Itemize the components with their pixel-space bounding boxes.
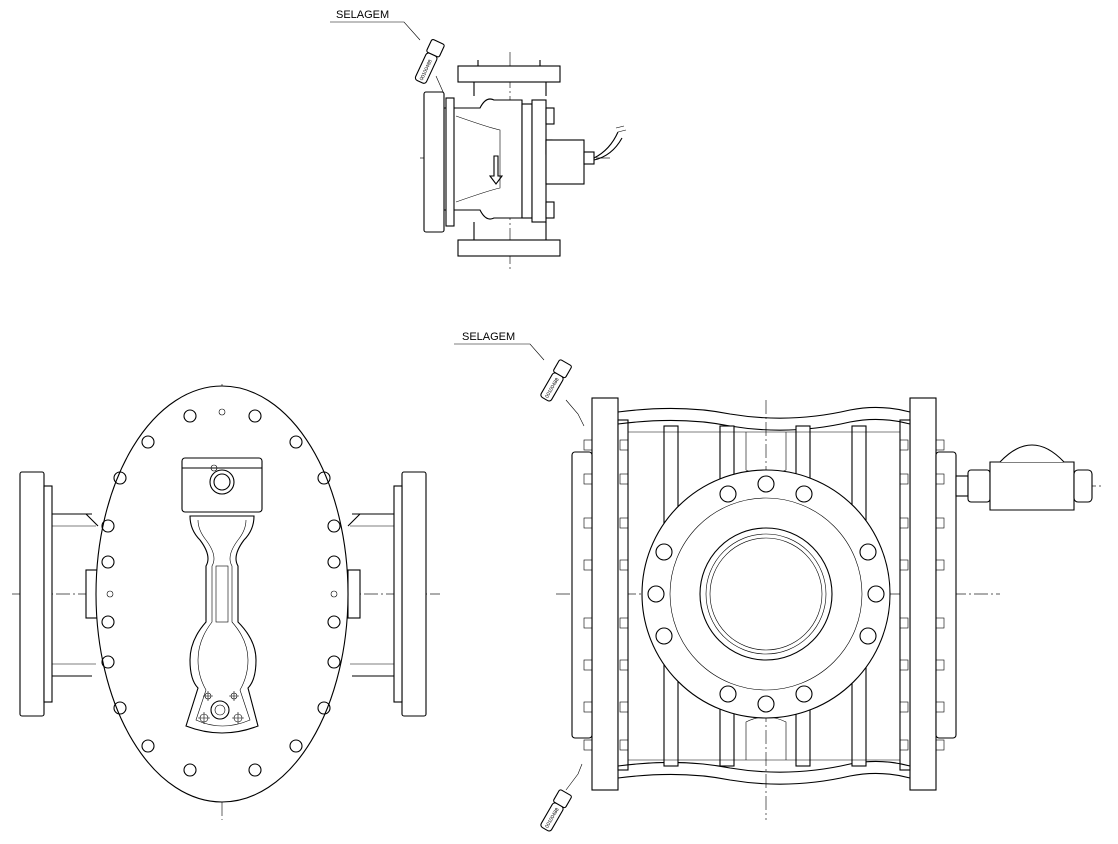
seal-tag-lower: 00100488 <box>540 789 572 832</box>
window-outline <box>185 515 259 734</box>
seal-tag-top: 00100488 <box>414 39 445 84</box>
seal-leader-top <box>330 21 421 41</box>
side-view: SELAGEM 00100488 00100488 <box>454 331 1104 832</box>
body-bolts <box>101 409 341 777</box>
pulser-unit <box>955 444 1093 511</box>
seal-leader-side <box>454 343 545 361</box>
register-block <box>181 457 263 513</box>
end-plate-left <box>591 397 619 791</box>
end-plate-right <box>909 397 937 791</box>
front-view <box>12 384 440 820</box>
main-flange <box>641 469 891 719</box>
top-view: SELAGEM 00100488 <box>330 9 627 270</box>
flange-right <box>401 471 427 717</box>
end-plate-bolts <box>583 439 945 751</box>
seal-tag-upper: 00100488 <box>540 359 572 402</box>
seal-label-top: SELAGEM <box>336 9 389 21</box>
flange-bolt-holes <box>647 475 885 713</box>
flange-left <box>19 471 45 717</box>
seal-label-side: SELAGEM <box>462 331 515 343</box>
meter-body <box>95 385 349 803</box>
